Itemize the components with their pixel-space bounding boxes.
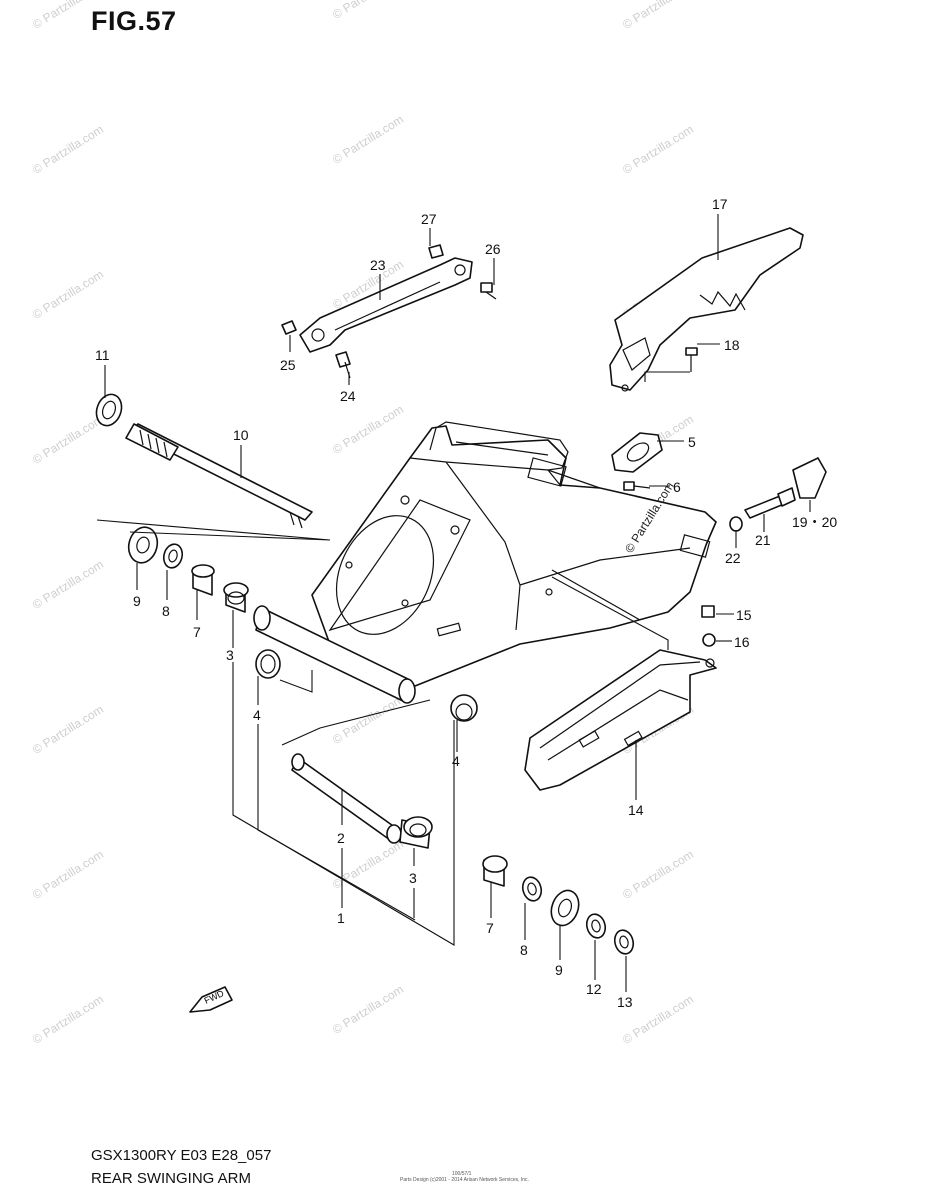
callout-10: 10 [233,427,249,443]
bearing-4-left[interactable] [255,649,281,679]
bearing-3-lower[interactable] [399,816,433,849]
dust-seal-9-right[interactable] [547,887,584,930]
callout-13: 13 [617,994,633,1010]
washer-12[interactable] [584,912,608,940]
callout-19-20: 19・20 [792,514,837,530]
callout-2: 2 [337,830,345,846]
chain-guard-17[interactable] [609,227,804,392]
callout-17: 17 [712,196,728,212]
washer-8-right[interactable] [520,875,544,903]
callout-9-left: 9 [133,593,141,609]
callout-14: 14 [628,802,644,818]
callout-12: 12 [586,981,602,997]
callout-26: 26 [485,241,501,257]
spacer-2[interactable] [291,753,402,844]
nut-22[interactable] [729,516,743,532]
spacer-7-right[interactable] [482,855,508,887]
callout-8-left: 8 [162,603,170,619]
callout-15: 15 [736,607,752,623]
callout-23: 23 [370,257,386,273]
copyright-line: Parts Design (c)2001 - 2014 Arisan Netwo… [400,1177,529,1183]
callout-16: 16 [734,634,750,650]
callout-11: 11 [95,347,110,363]
callout-4-right: 4 [452,753,460,769]
leader-lines [96,214,811,992]
callout-8-right: 8 [520,942,528,958]
callout-1: 1 [337,910,345,926]
bolt-15[interactable] [701,605,715,618]
nut-11[interactable] [92,391,125,429]
callout-6: 6 [673,479,681,495]
small-code: 100/57/1 [452,1171,472,1177]
callout-22: 22 [725,550,741,566]
callout-3-left: 3 [226,647,234,663]
bolt-6[interactable] [623,481,651,491]
nut-25[interactable] [281,320,297,335]
callout-5: 5 [688,434,696,450]
callout-3-lower: 3 [409,870,417,886]
bolt-24[interactable] [335,351,351,379]
chain-adjuster-plate-5[interactable] [611,432,663,473]
spacer-7-left[interactable] [191,564,215,596]
nut-13[interactable] [612,928,636,956]
torque-link-23[interactable] [299,257,473,353]
figure-label: FIG.57 [91,6,177,36]
callout-7-left: 7 [193,624,201,640]
callout-9-right: 9 [555,962,563,978]
callout-21: 21 [755,532,771,548]
section-title: REAR SWINGING ARM [91,1170,252,1187]
callout-7-right: 7 [486,920,494,936]
pivot-shaft[interactable] [125,423,313,529]
bearing-4-right[interactable] [450,694,478,722]
callout-numbers: 11 10 9 8 7 3 4 4 2 3 1 7 8 9 12 13 14 1… [95,196,837,1010]
callout-18: 18 [724,337,740,353]
callout-27: 27 [421,211,437,227]
chain-buffer-14[interactable] [524,649,717,791]
fwd-arrow-icon: FWD [189,986,233,1013]
washer-8-left[interactable] [161,542,185,570]
callout-24: 24 [340,388,356,404]
screw-18[interactable] [685,347,698,372]
dust-seal-9-left[interactable] [125,524,161,566]
swing-arm-body[interactable] [253,421,717,704]
nut-27[interactable] [428,244,444,259]
adjuster-19-20[interactable] [792,457,827,499]
nut-16[interactable] [702,633,716,647]
callout-4-left: 4 [253,707,261,723]
model-code: GSX1300RY E03 E28_057 [91,1147,272,1164]
adjuster-bolt-21[interactable] [744,487,796,519]
callout-25: 25 [280,357,296,373]
bearing-3-left[interactable] [223,582,249,613]
bolt-26[interactable] [480,282,497,300]
